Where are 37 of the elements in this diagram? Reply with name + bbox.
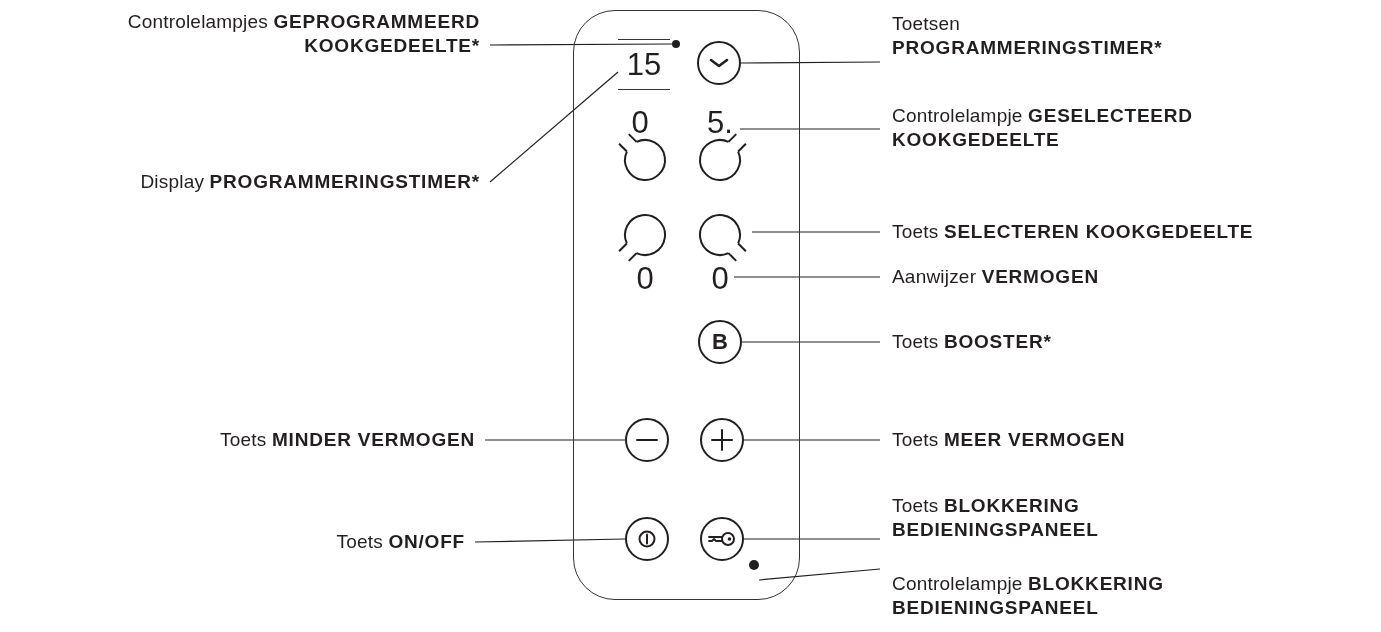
leader-line xyxy=(489,71,619,183)
leader-line xyxy=(739,128,881,130)
leader-line xyxy=(484,439,626,441)
leader-line xyxy=(751,231,881,233)
callout-label: Toets ON/OFF xyxy=(5,530,475,554)
plus-button xyxy=(700,418,744,462)
leader-line xyxy=(740,61,881,64)
callout-label: Toetsen PROGRAMMERINGSTIMER* xyxy=(880,12,1200,60)
callout-label: Controlelampje GESELECTEERD KOOKGEDEELTE xyxy=(880,104,1225,152)
callout-label: Toets BOOSTER* xyxy=(880,330,1200,354)
callout-label: Controlelampjes GEPROGRAMMEERD KOOKGEDEELTE* xyxy=(5,10,490,58)
callout-label: Toets SELECTEREN KOOKGEDEELTE xyxy=(880,220,1378,244)
power-indicator: 0 xyxy=(706,262,734,296)
leader-line xyxy=(743,538,881,540)
leader-line xyxy=(758,568,881,581)
lock-button xyxy=(700,517,744,561)
leader-line xyxy=(743,439,881,441)
callout-label: Controlelampje BLOKKERING BEDIENINGSPANEEL xyxy=(880,572,1225,620)
booster-button: B xyxy=(698,320,742,364)
leader-line xyxy=(733,276,881,278)
power-indicator: 0 xyxy=(630,106,650,140)
minus-button xyxy=(625,418,669,462)
indicator-light xyxy=(672,40,680,48)
zone-indicator: 5. xyxy=(700,106,740,140)
callout-label: Toets BLOKKERING BEDIENINGSPANEEL xyxy=(880,494,1200,542)
callout-label: Toets MEER VERMOGEN xyxy=(880,428,1200,452)
timer-display: 15 xyxy=(618,39,670,90)
power-indicator: 0 xyxy=(635,262,655,296)
leader-line xyxy=(474,538,626,543)
callout-label: Aanwijzer VERMOGEN xyxy=(880,265,1200,289)
timer-button xyxy=(697,41,741,85)
indicator-light xyxy=(749,560,759,570)
leader-line xyxy=(741,341,881,343)
callout-label: Display PROGRAMMERINGSTIMER* xyxy=(5,170,490,194)
callout-label: Toets MINDER VERMOGEN xyxy=(5,428,485,452)
power-button xyxy=(625,517,669,561)
leader-line xyxy=(489,43,673,46)
